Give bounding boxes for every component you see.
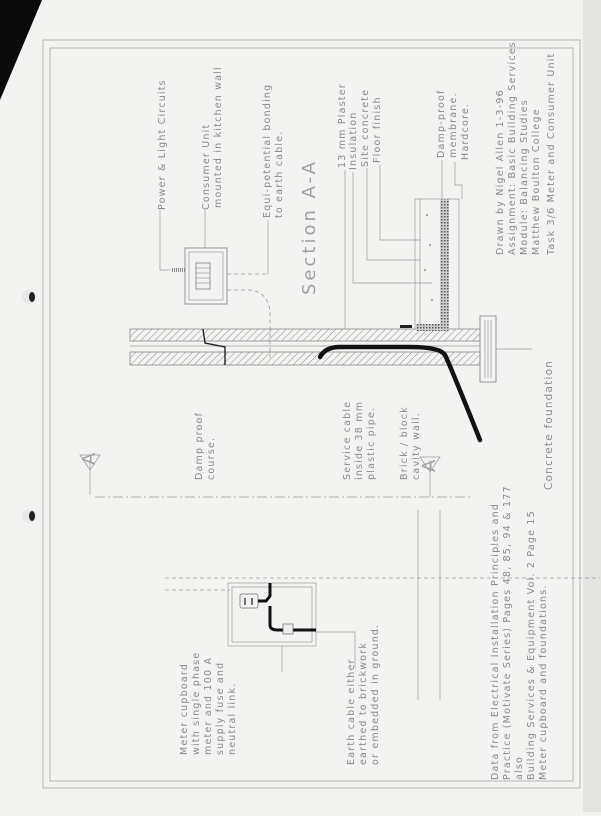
punch-hole-top — [22, 290, 36, 304]
title-block-line2: Assignment: Basic Building Services — [507, 41, 518, 255]
concrete-foundation — [479, 315, 532, 383]
title-block-line1: Drawn by Nigel Allen 1-3-96 — [495, 89, 506, 255]
section-marker-top — [79, 454, 470, 498]
label-consumer-unit-1: Consumer Unit — [201, 124, 212, 210]
cavity-wall — [129, 328, 481, 366]
label-foundation: Concrete foundation — [543, 360, 555, 490]
label-hardcore: Hardcore. — [460, 103, 471, 160]
label-brick-1: Brick / block — [399, 406, 410, 480]
label-meter-5: neutral link. — [227, 683, 238, 755]
label-dpc-2: course. — [206, 437, 217, 480]
section-marker-a-bottom: A — [419, 457, 440, 472]
drawing-border — [42, 39, 581, 789]
label-dpm-1: Damp-proof — [436, 89, 447, 158]
service-cable — [317, 344, 483, 443]
label-insulation: Insulation — [348, 112, 359, 170]
title-block-line5: Task 3/6 Meter and Consumer Unit — [546, 53, 557, 256]
label-service-3: plastic pipe. — [366, 407, 377, 480]
consumer-unit-icon — [172, 247, 228, 305]
label-earth-1: Earth cable either — [346, 658, 357, 765]
floor-slab — [400, 198, 460, 331]
label-earth-2: earthed to brickwork — [358, 642, 369, 765]
reference-line1: Data from Electrical Installation Princi… — [490, 503, 501, 780]
title-block-line4: Matthew Boulton College — [531, 108, 542, 255]
label-plaster: 13 mm Plaster — [337, 83, 348, 168]
label-meter-3: meter and 100 A — [203, 657, 214, 755]
scan-shadow — [0, 0, 42, 100]
title-block-line3: Module: Balancing Studies — [519, 99, 530, 255]
label-earth-3: or embedded in ground. — [370, 624, 381, 765]
label-brick-2: cavity wall. — [411, 412, 422, 480]
label-equi-1: Equi-potential bonding — [262, 84, 273, 218]
label-site-concrete: Site concrete — [360, 89, 371, 167]
label-meter-1: Meter cupboard — [179, 663, 190, 755]
reference-line2: Practice (Motivate Series) Pages 48, 85,… — [502, 485, 513, 780]
reference-line4: Building Services & Equipment Vol. 2 Pag… — [526, 510, 537, 780]
label-meter-4: supply fuse and — [215, 662, 226, 755]
label-dpc-1: Damp proof — [194, 412, 205, 480]
label-floor-finish: Floor finish — [372, 96, 383, 163]
label-service-2: inside 38 mm — [354, 401, 365, 480]
label-service-1: Service cable — [342, 401, 353, 480]
label-dpm-2: membrane. — [448, 92, 459, 158]
section-marker-a-top: A — [79, 450, 100, 465]
label-consumer-unit-2: mounted in kitchen wall — [213, 66, 224, 208]
label-equi-2: to earth cable. — [274, 131, 285, 218]
label-power-light: Power & Light Circuits — [157, 79, 168, 210]
reference-line5: Meter cupboard and foundations. — [538, 584, 549, 780]
label-meter-2: with single phase — [191, 652, 202, 755]
meter-cupboard-icon — [227, 582, 317, 647]
reference-line3: also — [514, 756, 525, 780]
punch-hole-bottom — [22, 509, 36, 523]
section-title: Section A-A — [299, 159, 320, 295]
